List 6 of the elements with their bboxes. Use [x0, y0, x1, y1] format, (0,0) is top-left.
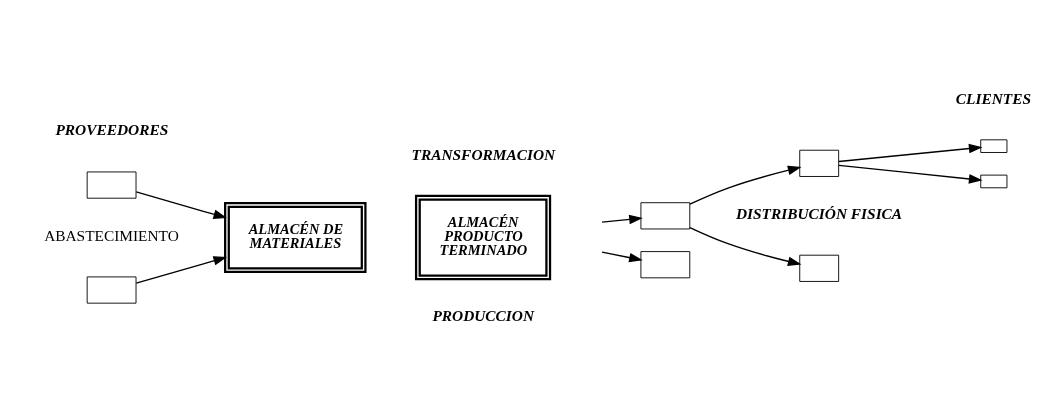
label: ABASTECIMIENTO — [44, 226, 179, 244]
label: DISTRIBUCIÓN FISICA — [735, 204, 903, 222]
label: TRANSFORMACION — [411, 145, 556, 163]
label: PRODUCCION — [432, 306, 535, 324]
label: CLIENTES — [955, 89, 1032, 107]
label: PROVEEDORES — [55, 120, 169, 138]
